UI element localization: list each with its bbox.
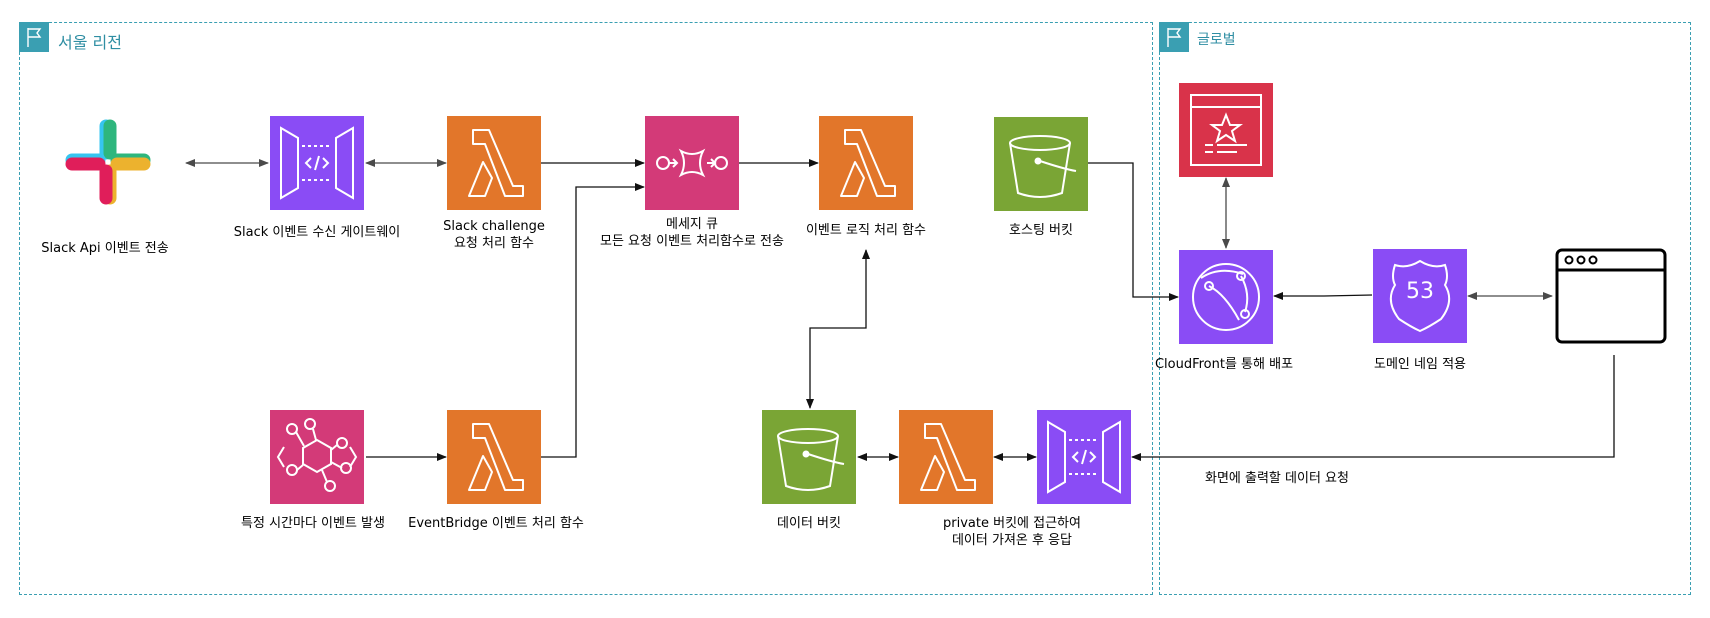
queue-label: 메세지 큐 모든 요청 이벤트 처리함수로 전송 [600, 216, 784, 250]
api-gateway-icon [1047, 420, 1121, 494]
lambda-icon [468, 129, 524, 197]
edge-hosting-cloudfront [1088, 162, 1179, 301]
queue-node [645, 116, 739, 210]
route53-badge: 53 [1406, 279, 1434, 304]
eventbridge-label: 특정 시간마다 이벤트 발생 [241, 516, 385, 531]
lambda-challenge-node [447, 116, 541, 210]
gateway-event-label: Slack 이벤트 수신 게이트웨이 [233, 225, 401, 240]
queue-label-line2: 모든 요청 이벤트 처리함수로 전송 [600, 234, 784, 249]
route53-node: 53 [1373, 249, 1467, 343]
region-title-seoul: 서울 리전 [58, 33, 122, 52]
region-global [1159, 22, 1691, 595]
slack-logo-icon [65, 119, 151, 205]
waf-icon [1190, 94, 1262, 166]
lambda-challenge-label-line2: 요청 처리 함수 [453, 236, 535, 251]
waf-node [1179, 83, 1273, 177]
route53-icon [1389, 259, 1451, 333]
lambda-challenge-label-line1: Slack challenge [443, 219, 545, 234]
edge-logic-databucket [806, 249, 870, 409]
region-title-global: 글로벌 [1197, 32, 1236, 48]
cloudfront-icon [1192, 263, 1260, 331]
lambda-private-label: private 버킷에 접근하여 데이터 가져온 후 응답 [943, 515, 1081, 549]
edge-route53-cloudfront [1273, 292, 1373, 300]
slack-node [61, 115, 155, 209]
sqs-queue-icon [656, 148, 728, 178]
lambda-challenge-label: Slack challenge 요청 처리 함수 [443, 218, 545, 252]
api-gateway-icon [280, 126, 354, 200]
slack-label: Slack Api 이벤트 전송 [41, 241, 169, 256]
hosting-bucket-label: 호스팅 버킷 [1009, 223, 1073, 238]
gateway-data-node [1037, 410, 1131, 504]
edge-eventbridge-lambda-queue [541, 183, 645, 458]
browser-node [1555, 248, 1667, 344]
lambda-private-label-line2: 데이터 가져온 후 응답 [951, 533, 1073, 548]
cloudfront-label: CloudFront를 통해 배포 [1154, 357, 1294, 372]
region-flag-icon [19, 22, 49, 52]
queue-label-line1: 메세지 큐 [666, 217, 718, 232]
edge-browser-gateway [1131, 355, 1615, 461]
hosting-bucket-node [994, 117, 1088, 211]
cloudfront-node [1179, 250, 1273, 344]
lambda-icon [920, 423, 976, 491]
lambda-private-node [899, 410, 993, 504]
lambda-icon [840, 129, 896, 197]
eventbridge-node [270, 410, 364, 504]
s3-bucket-icon [777, 428, 845, 491]
s3-bucket-icon [1009, 135, 1077, 198]
lambda-eventbridge-label: EventBridge 이벤트 처리 함수 [408, 516, 584, 531]
data-request-label: 화면에 출력할 데이터 요청 [1205, 471, 1349, 486]
lambda-eventbridge-node [447, 410, 541, 504]
region-flag-icon [1159, 22, 1189, 52]
region-seoul [19, 22, 1153, 595]
data-bucket-node [762, 410, 856, 504]
browser-window-icon [1555, 248, 1667, 344]
lambda-private-label-line1: private 버킷에 접근하여 [943, 516, 1081, 531]
eventbridge-icon [276, 418, 358, 492]
lambda-logic-node [819, 116, 913, 210]
gateway-event-node [270, 116, 364, 210]
lambda-icon [468, 423, 524, 491]
route53-label: 도메인 네임 적용 [1374, 357, 1466, 372]
lambda-logic-label: 이벤트 로직 처리 함수 [805, 223, 927, 238]
data-bucket-label: 데이터 버킷 [777, 516, 841, 531]
